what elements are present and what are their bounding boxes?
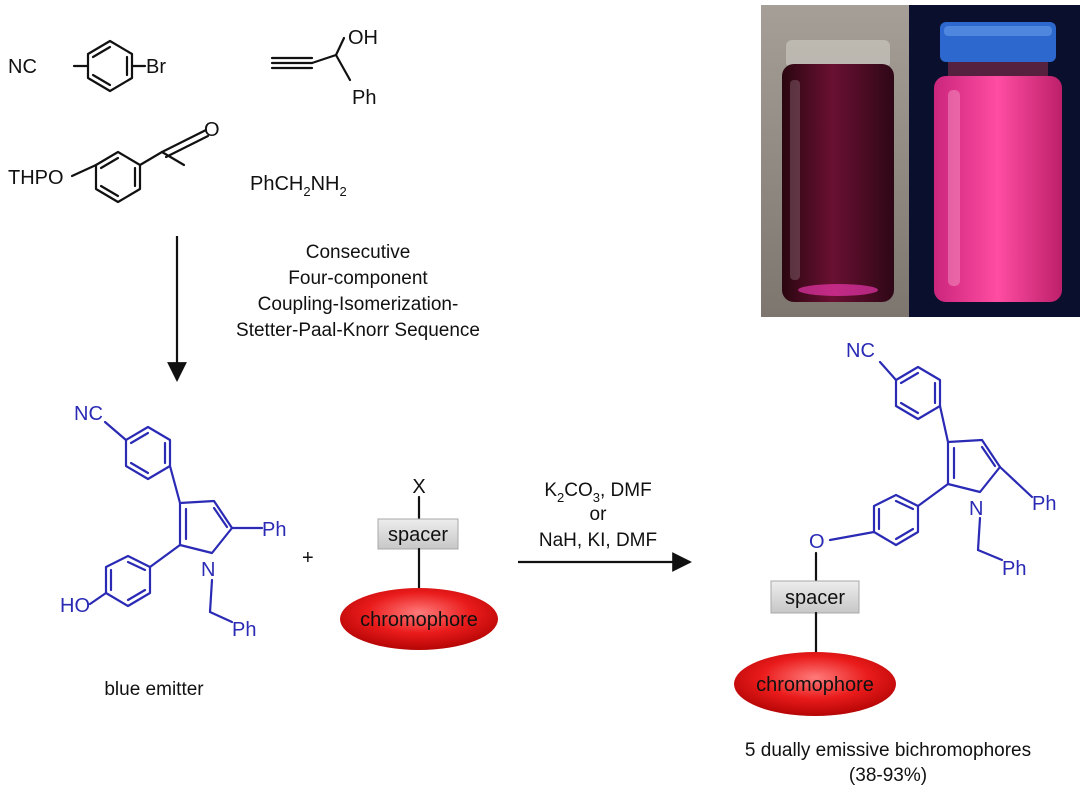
oh-label: OH xyxy=(348,27,378,49)
thpo-label: THPO xyxy=(8,167,64,189)
nc-label: NC xyxy=(8,56,37,78)
emitter-ho-label: HO xyxy=(60,595,90,617)
plus-sign: + xyxy=(302,547,314,569)
blue-emitter-caption: blue emitter xyxy=(104,679,204,700)
product-benzyl-ph-label: Ph xyxy=(1002,558,1026,580)
product-spacer-label: spacer xyxy=(785,587,845,609)
product-ph-label: Ph xyxy=(1032,493,1056,515)
conditions-line-3: NaH, KI, DMF xyxy=(539,530,657,551)
spacer-box xyxy=(377,518,459,550)
chromophore-label: chromophore xyxy=(360,609,478,631)
product-nc-label: NC xyxy=(846,340,875,362)
vial-uv-fluorescence-image xyxy=(934,22,1062,302)
product-o-label: O xyxy=(809,531,825,553)
thp-benzaldehyde-structure: THPO O xyxy=(8,119,220,204)
spacer-label: spacer xyxy=(388,524,448,546)
product-chromophore-label: chromophore xyxy=(756,674,874,696)
chromophore-ellipse xyxy=(340,588,498,650)
svg-text:Four-component: Four-component xyxy=(288,268,428,289)
alkylation-conditions: K2CO3, DMF or NaH, KI, DMF xyxy=(539,480,657,551)
svg-text:Coupling-Isomerization-: Coupling-Isomerization- xyxy=(258,294,459,315)
conditions-line-1: K2CO3, DMF xyxy=(544,480,651,505)
product-caption-line-1: 5 dually emissive bichromophores xyxy=(745,740,1031,761)
benzylamine-label: PhCH2NH2 xyxy=(250,173,347,199)
ph-label: Ph xyxy=(352,87,376,109)
product-caption-yield: (38-93%) xyxy=(849,765,927,786)
aldehyde-o-label: O xyxy=(204,119,220,141)
product-chromophore-ellipse xyxy=(734,652,896,716)
vial-photo xyxy=(761,5,1080,317)
sequence-conditions: Consecutive Four-component Coupling-Isom… xyxy=(236,242,480,341)
bichromophore-structure: NC N Ph Ph O spacer chromophore xyxy=(734,340,1056,716)
product-n-label: N xyxy=(969,498,983,520)
br-label: Br xyxy=(146,56,166,78)
emitter-ph-label: Ph xyxy=(262,519,286,541)
emitter-benzyl-ph-label: Ph xyxy=(232,619,256,641)
svg-text:Stetter-Paal-Knorr Sequence: Stetter-Paal-Knorr Sequence xyxy=(236,320,480,341)
leaving-group-x-label: X xyxy=(412,476,425,498)
propargyl-alcohol-structure: OH Ph xyxy=(270,27,378,109)
product-spacer-box xyxy=(770,580,860,614)
bromobenzonitrile-structure: NC Br xyxy=(8,39,166,93)
conditions-or: or xyxy=(590,504,608,525)
vial-daylight-image xyxy=(782,40,894,302)
svg-text:Consecutive: Consecutive xyxy=(306,242,411,263)
linker-chromophore: X spacer chromophore xyxy=(340,476,498,650)
blue-emitter-structure: NC N Ph Ph HO xyxy=(60,403,286,641)
emitter-nc-label: NC xyxy=(74,403,103,425)
emitter-n-label: N xyxy=(201,559,215,581)
